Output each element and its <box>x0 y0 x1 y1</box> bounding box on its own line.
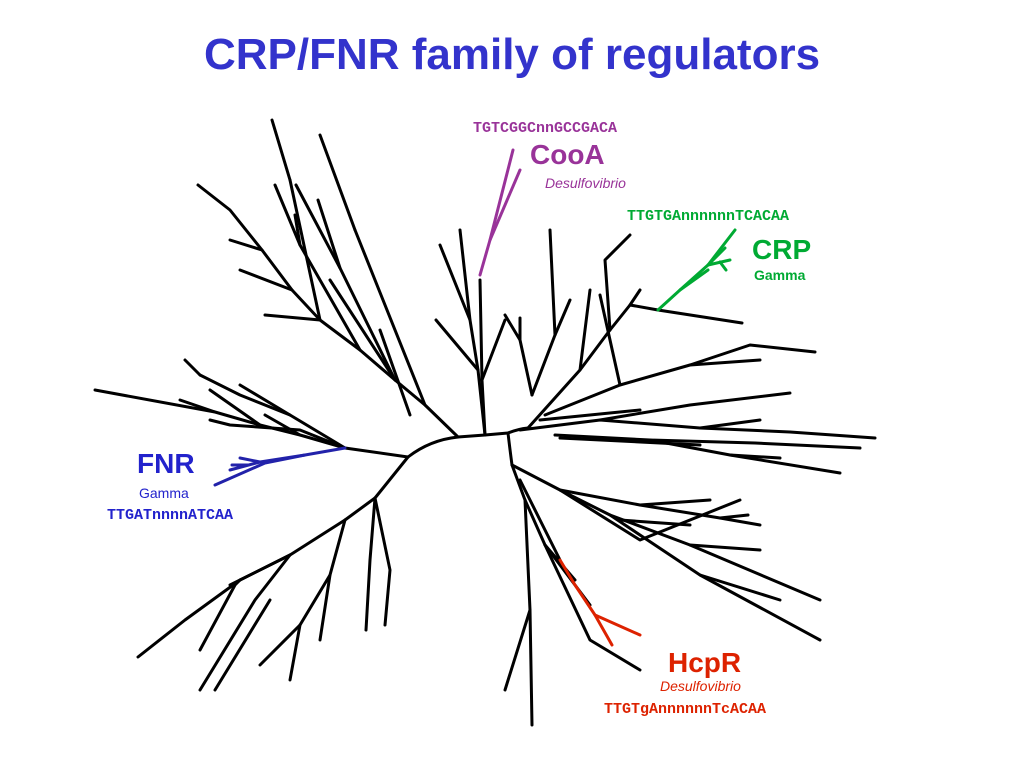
cooa-organism: Desulfovibrio <box>545 175 626 191</box>
tree-branch-lower-left <box>198 553 292 692</box>
tree-branch-lower-left <box>258 518 347 667</box>
tree-branch-lower-right <box>718 513 750 520</box>
tree-branch-central <box>553 298 572 337</box>
tree-branch-upper-right <box>543 343 817 417</box>
tree-branch-left <box>93 388 217 414</box>
tree-branch-upper-right <box>578 288 592 372</box>
crp-branch <box>706 228 737 267</box>
tree-branch-upper-right <box>603 233 632 332</box>
fnr-organism: Gamma <box>139 485 189 501</box>
tree-branch-central <box>530 228 557 397</box>
tree-branch-upper-left <box>318 133 357 232</box>
fnr-branch <box>238 456 262 464</box>
tree-branch-upper-left <box>288 178 322 322</box>
tree-branch-lower-right <box>558 488 742 542</box>
tree-branch-top <box>480 318 507 382</box>
tree-branch-lower <box>518 478 562 562</box>
tree-branch-lower-left <box>318 573 332 642</box>
tree-branch-top <box>458 228 487 437</box>
tree-branch-right <box>558 436 702 447</box>
tree-branch-upper-left <box>228 238 264 252</box>
tree-branch-upper-left <box>238 268 294 292</box>
fnr-motif: TTGATnnnnATCAA <box>107 507 234 524</box>
tree-branch-upper-right <box>656 308 744 325</box>
tree-branch-lower-right <box>698 573 782 602</box>
tree-branch-left <box>198 373 347 450</box>
tree-branch-upper-right <box>688 358 762 367</box>
tree-branch-left <box>263 413 302 437</box>
tree-backbone-lower <box>506 431 514 467</box>
tree-branch-lower-left <box>228 553 292 587</box>
crp-organism: Gamma <box>754 267 806 283</box>
tree-branch-upper-right <box>628 288 642 307</box>
crp-branch <box>678 268 710 292</box>
tree-branch-upper-left <box>270 118 292 182</box>
tree-branch-lower-right <box>638 498 712 507</box>
cooa-branch <box>478 148 515 277</box>
tree-branch-upper-left <box>378 328 412 417</box>
tree-branch-top <box>434 318 480 372</box>
tree-branch-upper-left <box>328 278 397 382</box>
tree-branch-lower <box>543 543 642 672</box>
tree-branch-upper-left <box>263 313 322 322</box>
crp-label: CRP <box>752 234 812 265</box>
tree-branch-lower-right <box>618 518 692 527</box>
tree-branch-upper-right <box>598 293 622 387</box>
tree-branch-upper-left <box>293 213 302 247</box>
tree-branch-upper-left <box>196 183 460 439</box>
fnr-label: FNR <box>137 448 195 479</box>
tree-branch-top <box>438 243 472 322</box>
tree-branch-upper-left <box>353 228 427 407</box>
tree-branch-lower-left <box>136 518 347 659</box>
tree-branch-lower-right <box>558 488 822 602</box>
tree-branch-lower-left <box>373 496 392 627</box>
hcpr-motif: TTGTgAnnnnnnTcACAA <box>604 701 767 718</box>
crp-motif: TTGTGAnnnnnnTCACAA <box>627 208 790 225</box>
crp-branch <box>718 260 728 272</box>
hcpr-branch <box>593 613 614 647</box>
cooa-label: CooA <box>530 139 605 170</box>
hcpr-branch <box>558 558 642 637</box>
tree-branch-lower-right <box>510 463 762 527</box>
tree-branch-right <box>598 391 792 422</box>
cooa-branch <box>488 168 522 242</box>
tree-branch-right <box>538 408 642 422</box>
tree-branch-right <box>553 433 862 450</box>
tree-branch-lower-right <box>608 513 822 642</box>
tree-branch-right <box>698 418 762 430</box>
tree-branch-right <box>728 453 782 460</box>
cooa-motif: TGTCGGCnnGCCGACA <box>473 120 618 137</box>
hcpr-organism: Desulfovibrio <box>660 678 741 694</box>
crp-branch <box>656 246 727 312</box>
tree-branch-left <box>183 358 202 377</box>
fnr-branch <box>213 453 307 487</box>
tree-branch-left <box>208 418 347 450</box>
tree-branch-lower-left <box>288 623 302 682</box>
tree-branch-lower-left <box>213 598 272 692</box>
tree-branch-top <box>478 278 487 437</box>
tree-branch-lower-right <box>688 543 762 552</box>
page-title: CRP/FNR family of regulators <box>203 30 821 79</box>
tree-branch-upper-left <box>316 198 342 270</box>
tree-branch-left <box>238 383 292 417</box>
tree-branch-left <box>208 388 262 427</box>
tree-branch-lower-left <box>198 578 242 652</box>
tree-branch-lower-left <box>364 496 377 632</box>
hcpr-label: HcpR <box>668 647 742 678</box>
tree-branch-lower <box>503 608 532 692</box>
